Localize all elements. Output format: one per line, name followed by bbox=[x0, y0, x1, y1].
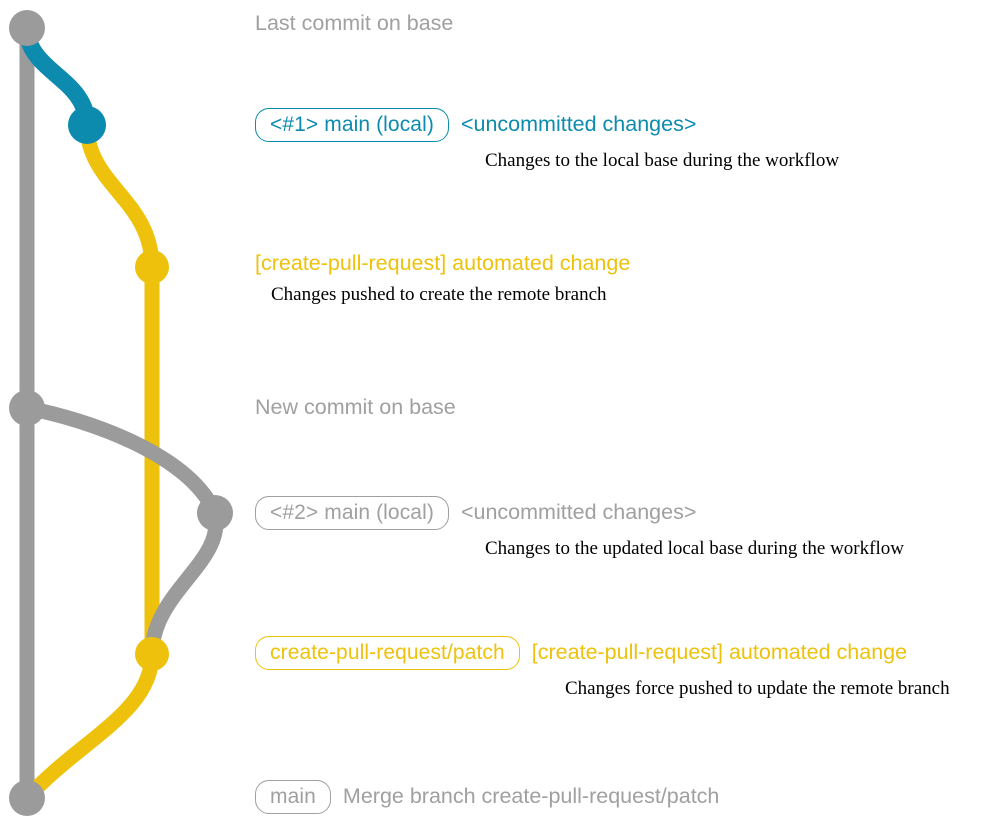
commit-subject: <uncommitted changes> bbox=[460, 112, 697, 137]
commit-subject: [create-pull-request] automated change bbox=[531, 640, 908, 665]
commit-headline: create-pull-request/patch [create-pull-r… bbox=[255, 636, 950, 670]
node-base-new bbox=[9, 390, 45, 426]
commit-subject: Last commit on base bbox=[255, 11, 454, 35]
commit-description: Changes force pushed to update the remot… bbox=[565, 678, 950, 699]
node-automated-2 bbox=[135, 637, 169, 671]
commit-headline: <#2> main (local) <uncommitted changes> bbox=[255, 496, 904, 530]
ref-badge-create-pull-request-patch[interactable]: create-pull-request/patch bbox=[255, 636, 520, 670]
node-base-last bbox=[9, 10, 45, 46]
commit-subject: Merge branch create-pull-request/patch bbox=[342, 784, 720, 809]
node-local-1 bbox=[68, 106, 106, 144]
commit-row-merge: main Merge branch create-pull-request/pa… bbox=[255, 780, 719, 814]
commit-row-base-last: Last commit on base bbox=[255, 11, 454, 35]
commit-headline: New commit on base bbox=[255, 395, 456, 419]
commit-subject: <uncommitted changes> bbox=[460, 500, 697, 525]
commit-row-automated-2: create-pull-request/patch [create-pull-r… bbox=[255, 636, 950, 698]
ref-badge-main-local-2[interactable]: <#2> main (local) bbox=[255, 496, 449, 530]
ref-badge-main[interactable]: main bbox=[255, 780, 331, 814]
edge-automated-2-to-merge bbox=[19, 646, 160, 806]
commit-row-automated-1: [create-pull-request] automated change C… bbox=[255, 251, 631, 305]
commit-description: Changes to the updated local base during… bbox=[485, 538, 904, 559]
commit-headline: Last commit on base bbox=[255, 11, 454, 35]
commit-description: Changes to the local base during the wor… bbox=[485, 150, 840, 171]
commit-headline: main Merge branch create-pull-request/pa… bbox=[255, 780, 719, 814]
commit-row-local-2: <#2> main (local) <uncommitted changes> … bbox=[255, 496, 904, 558]
commit-subject: New commit on base bbox=[255, 395, 456, 419]
node-local-2 bbox=[197, 495, 233, 531]
commit-row-base-new: New commit on base bbox=[255, 395, 456, 419]
commit-subject: [create-pull-request] automated change bbox=[255, 251, 631, 275]
commit-headline: [create-pull-request] automated change bbox=[255, 251, 631, 275]
commit-row-local-1: <#1> main (local) <uncommitted changes> … bbox=[255, 108, 839, 170]
ref-badge-main-local-1[interactable]: <#1> main (local) bbox=[255, 108, 449, 142]
node-merge bbox=[9, 780, 45, 816]
node-automated-1 bbox=[135, 250, 169, 284]
commit-description: Changes pushed to create the remote bran… bbox=[271, 283, 607, 305]
commit-headline: <#1> main (local) <uncommitted changes> bbox=[255, 108, 839, 142]
